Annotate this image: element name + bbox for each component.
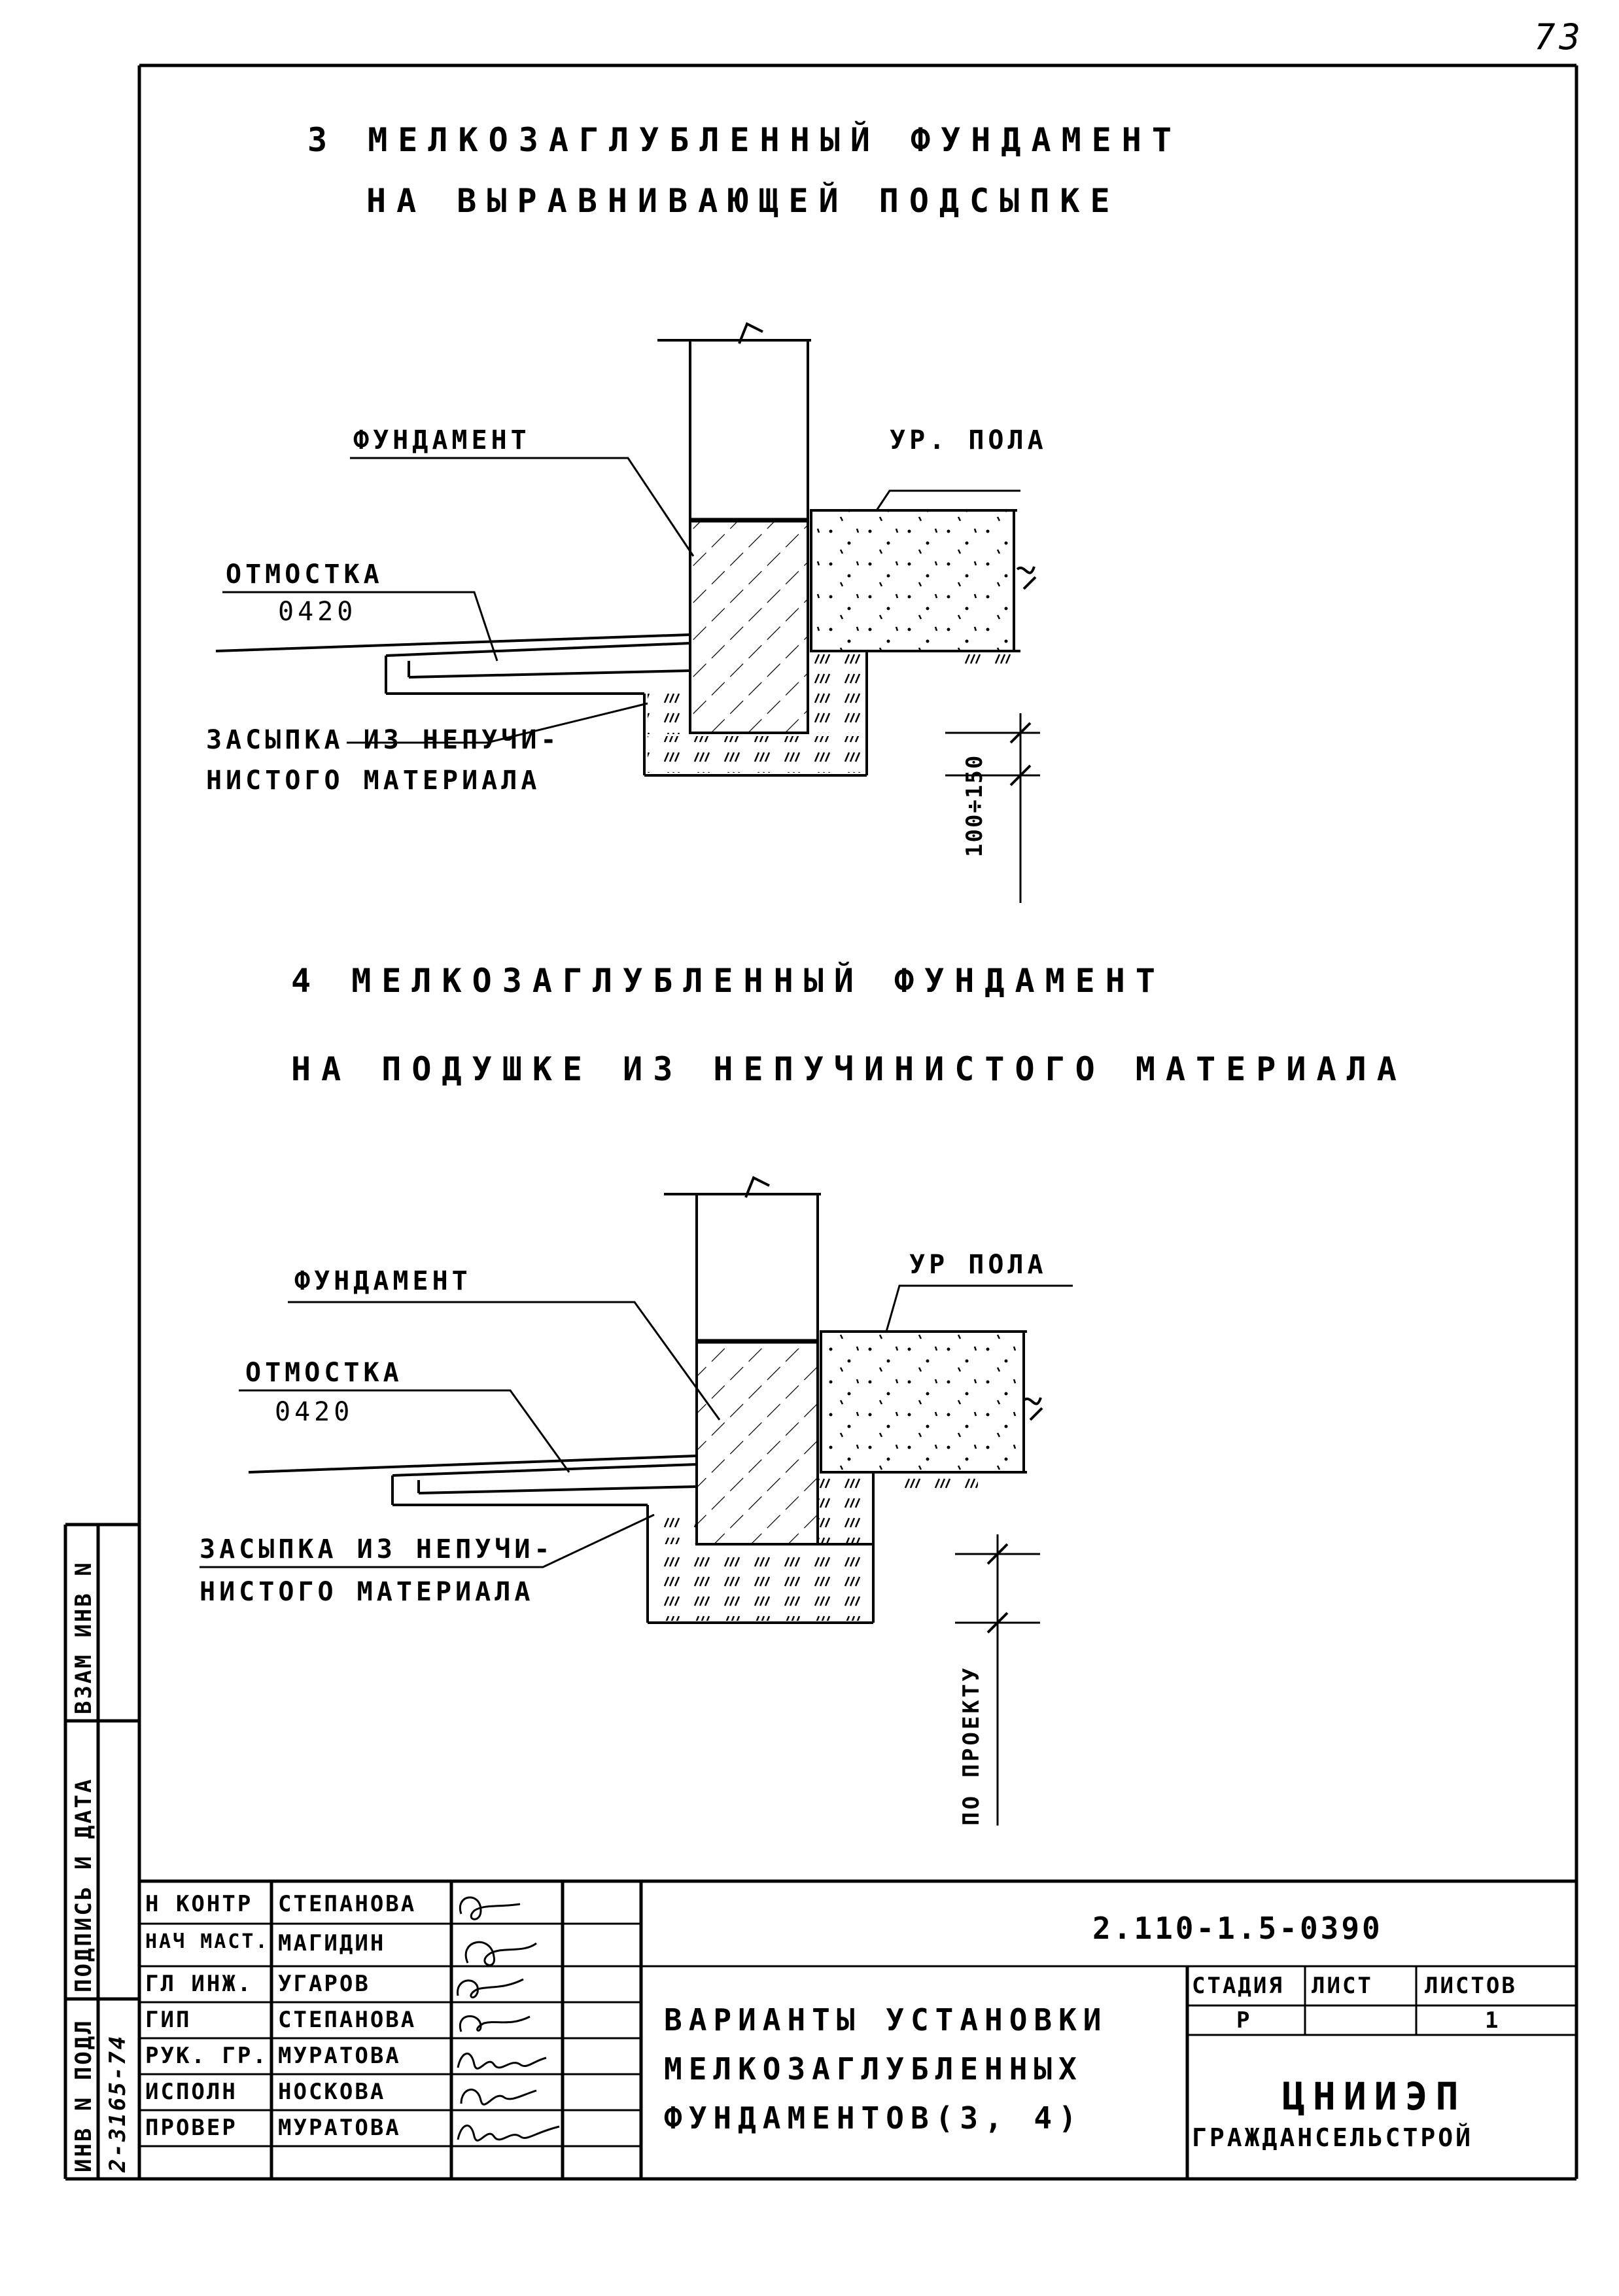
organization-line2: ГРАЖДАНСЕЛЬСТРОЙ: [1192, 2123, 1474, 2152]
stage-value: Р: [1236, 2007, 1252, 2034]
section3-label-blind-area: ОТМОСТКА: [226, 559, 383, 590]
section3-label-blind-area-code: 0420: [278, 597, 357, 627]
staff-name-4: МУРАТОВА: [278, 2043, 401, 2069]
side-stamp-orig-number: 2-3165-74: [105, 2034, 131, 2172]
signature-gip: [459, 2015, 531, 2032]
signature-prover: [457, 2125, 560, 2142]
drawing-frame: [65, 63, 1578, 2181]
staff-role-0: Н КОНТР: [145, 1891, 253, 1917]
staff-name-1: МАГИДИН: [278, 1930, 386, 1956]
staff-name-3: СТЕПАНОВА: [278, 2007, 417, 2033]
staff-role-2: ГЛ ИНЖ.: [145, 1971, 253, 1997]
staff-name-0: СТЕПАНОВА: [278, 1891, 417, 1917]
drawing-title-line1: ВАРИАНТЫ УСТАНОВКИ: [664, 2002, 1108, 2038]
signature-n-kontr: [459, 1896, 521, 1920]
signatures: [457, 1896, 560, 2142]
signature-ispoln: [460, 2089, 537, 2106]
side-stamp-replace-inv: ВЗАМ ИНВ N: [71, 1561, 97, 1714]
sheet-header: ЛИСТ: [1312, 1973, 1373, 1999]
section3-drawing: [215, 322, 1040, 903]
document-code: 2.110-1.5-0390: [1092, 1911, 1383, 1946]
section4-drawing: [200, 1176, 1073, 1826]
section3-label-backfill-line2: НИСТОГО МАТЕРИАЛА: [206, 766, 541, 796]
staff-role-6: ПРОВЕР: [145, 2115, 237, 2141]
stage-header: СТАДИЯ: [1192, 1973, 1284, 1999]
section3-dimension: 100÷150: [962, 754, 988, 857]
signature-ruk-gr: [457, 2053, 547, 2070]
staff-role-3: ГИП: [145, 2007, 192, 2033]
page-number: 73: [1534, 16, 1585, 58]
staff-name-6: МУРАТОВА: [278, 2115, 401, 2141]
section4-label-backfill-line1: ЗАСЫПКА ИЗ НЕПУЧИ-: [200, 1534, 554, 1564]
sheets-value: 1: [1485, 2007, 1501, 2034]
section4-label-backfill-line2: НИСТОГО МАТЕРИАЛА: [200, 1577, 534, 1607]
staff-role-1: НАЧ МАСТ.: [145, 1930, 270, 1953]
section4-label-blind-area: ОТМОСТКА: [245, 1358, 403, 1388]
section4-dimension: ПО ПРОЕКТУ: [958, 1665, 984, 1826]
section4-title-line2: НА ПОДУШКЕ ИЗ НЕПУЧИНИСТОГО МАТЕРИАЛА: [291, 1050, 1407, 1088]
sheets-header: ЛИСТОВ: [1425, 1973, 1517, 1999]
staff-name-5: НОСКОВА: [278, 2079, 386, 2105]
staff-role-4: РУК. ГР.: [145, 2043, 268, 2069]
section3-label-backfill-line1: ЗАСЫПКА ИЗ НЕПУЧИ-: [206, 725, 561, 755]
section4-label-floor-level: УР ПОЛА: [909, 1250, 1047, 1280]
signature-nach-mast: [464, 1941, 537, 1966]
section4-label-blind-area-code: 0420: [275, 1397, 354, 1427]
side-stamp-inv-no-orig: ИНВ N ПОДЛ: [71, 2019, 97, 2172]
section3-title-line2: НА ВЫРАВНИВАЮЩЕЙ ПОДСЫПКЕ: [366, 182, 1121, 220]
section4-title-line1: 4 МЕЛКОЗАГЛУБЛЕННЫЙ ФУНДАМЕНТ: [291, 962, 1166, 1000]
section3-label-foundation: ФУНДАМЕНТ: [353, 425, 531, 455]
drawing-title-line3: ФУНДАМЕНТОВ(3, 4): [664, 2100, 1083, 2136]
staff-name-2: УГАРОВ: [278, 1971, 370, 1997]
title-block-frame: [139, 1879, 1576, 2179]
section4-label-foundation: ФУНДАМЕНТ: [294, 1266, 472, 1296]
organization-line1: ЦНИИЭП: [1282, 2074, 1467, 2119]
section3-label-floor-level: УР. ПОЛА: [890, 425, 1047, 455]
staff-role-5: ИСПОЛН: [145, 2079, 237, 2105]
side-stamp-frame: [63, 1523, 139, 2179]
side-stamp-sign-date: ПОДПИСЬ И ДАТА: [71, 1777, 97, 1992]
drawing-title-line2: МЕЛКОЗАГЛУБЛЕННЫХ: [664, 2051, 1083, 2087]
signature-gl-inzh: [457, 1978, 524, 1999]
section3-title-line1: 3 МЕЛКОЗАГЛУБЛЕННЫЙ ФУНДАМЕНТ: [307, 121, 1182, 159]
